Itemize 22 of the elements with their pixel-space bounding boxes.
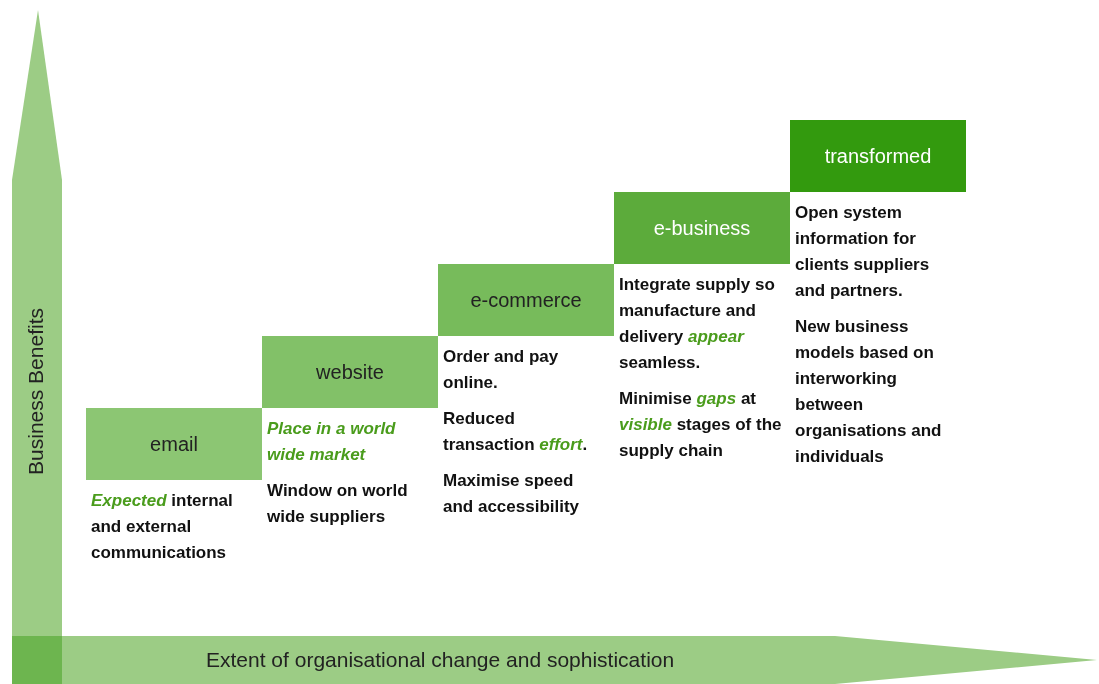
step-box [262,336,438,408]
step-description: New business models based on interworking between organisations and individuals [795,316,943,468]
axis-label: Extent of organisational change and sophistication [206,648,675,672]
step-description: Window on world wide suppliers [267,480,409,528]
step-description: Maximise speed and accessibility [443,470,581,518]
step-description: Order and pay online. [443,346,560,394]
step-label: e-commerce [470,288,582,312]
step-description: Reduced transaction effort. [443,408,589,456]
step-description: Expected internal and external communications [91,490,234,564]
step-label: email [150,432,198,456]
step-label: transformed [824,144,932,168]
axis-label: Business Benefits [24,308,48,475]
step-label: e-business [653,216,751,240]
step-description: Open system information for clients suppliers and partners. [795,202,931,302]
step-description: Place in a world wide market [267,418,397,466]
step-label: website [316,360,384,384]
step-box [614,192,790,264]
step-description: Minimise gaps at visible stages of the supply chain [619,388,783,462]
step-box [790,120,966,192]
step-box [86,408,262,480]
step-description: Integrate supply so manufacture and delivery appear seamless. [619,274,776,374]
step-box [438,264,614,336]
